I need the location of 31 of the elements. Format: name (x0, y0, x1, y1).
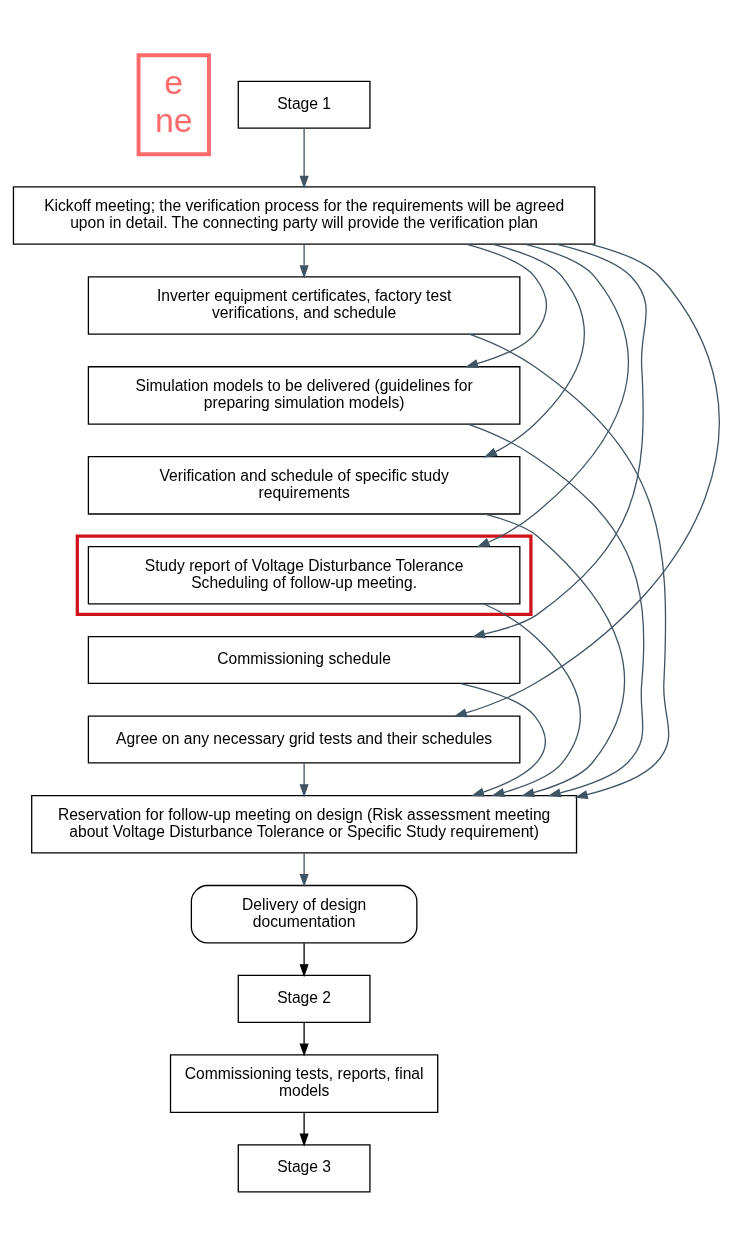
arrow (471, 243, 647, 639)
arrow (465, 243, 548, 368)
arrow (476, 243, 630, 548)
node-box: Stage 1 (237, 80, 371, 129)
node-box: e ne (136, 53, 211, 157)
node-box: Stage 3 (237, 1144, 371, 1193)
node-box: Inverter equipment certificates, factory test verifications, and schedule (87, 276, 521, 335)
arrow (299, 852, 309, 888)
node-box: Stage 2 (237, 974, 371, 1023)
arrow (299, 1022, 309, 1057)
node-box: Commissioning schedule (87, 635, 521, 685)
node-box: Kickoff meeting; the verification process for the requirements will be agreed upon in detail. The connecting party will provide the verification plan (12, 186, 596, 245)
arrow (460, 682, 547, 797)
node-box: Delivery of design documentation (190, 884, 418, 944)
node-box: Agree on any necessary grid tests and their schedules (87, 715, 521, 764)
arrow (299, 127, 309, 189)
node-box: Commissioning tests, reports, final models (169, 1054, 439, 1113)
arrow (299, 1112, 309, 1147)
node-box: Reservation for follow-up meeting on design (Risk assessment meeting about Voltage Disturbance Tolerance or Specific Study requirement) (31, 794, 578, 854)
node-box: Verification and schedule of specific study requirements (87, 456, 521, 515)
arrow (484, 513, 626, 797)
arrow (299, 762, 309, 798)
arrow (299, 942, 309, 978)
arrow (299, 243, 309, 279)
arrow (467, 423, 645, 798)
arrow (483, 603, 581, 797)
arrow (453, 243, 720, 718)
arrow (468, 333, 670, 800)
node-box: Study report of Voltage Disturbance Tolerance Scheduling of follow-up meeting. (87, 545, 521, 605)
node-box: Simulation models to be delivered (guidelines for preparing simulation models) (87, 366, 521, 425)
arrow (483, 243, 585, 458)
